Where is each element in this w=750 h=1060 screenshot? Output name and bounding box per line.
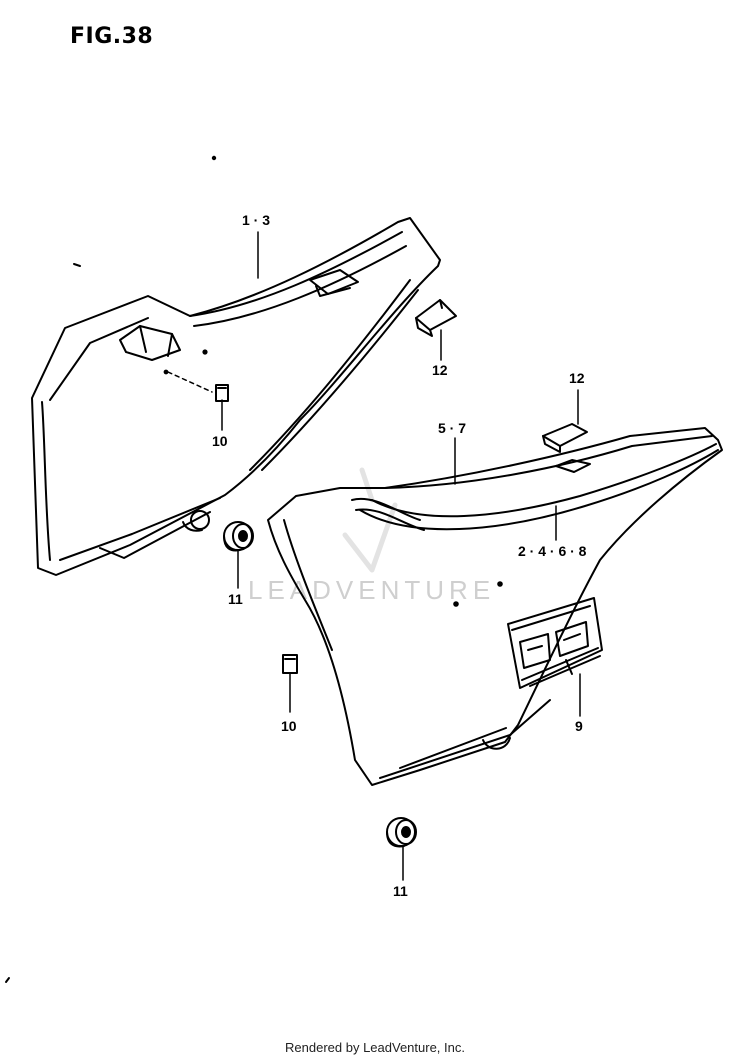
figure-title: FIG.38 bbox=[70, 24, 154, 49]
left-side-cover[interactable] bbox=[31, 217, 441, 576]
watermark-text: LEADVENTURE bbox=[248, 575, 496, 605]
part-10-clip-left[interactable] bbox=[167, 371, 229, 402]
part-10-clip-lower[interactable] bbox=[282, 654, 298, 674]
callout-5-7: 5 · 7 bbox=[438, 420, 467, 436]
callout-9: 9 bbox=[575, 718, 583, 734]
callout-10-left: 10 bbox=[212, 433, 228, 449]
stray-marks bbox=[5, 155, 217, 983]
right-side-cover[interactable] bbox=[267, 427, 723, 786]
callout-2-4-6-8: 2 · 4 · 6 · 8 bbox=[518, 543, 587, 559]
footer-credit: Rendered by LeadVenture, Inc. bbox=[285, 1040, 465, 1055]
callout-11-bottom: 11 bbox=[393, 883, 408, 899]
callout-12-upper: 12 bbox=[432, 362, 448, 378]
callout-1-3: 1 · 3 bbox=[242, 212, 271, 228]
part-11-grommet-left[interactable] bbox=[223, 521, 254, 552]
leader-lines bbox=[221, 231, 581, 881]
part-12-rubber-upper[interactable] bbox=[415, 299, 457, 337]
callout-11-left: 11 bbox=[228, 591, 243, 607]
watermark-logo bbox=[342, 467, 398, 573]
part-11-grommet-bottom[interactable] bbox=[386, 817, 417, 848]
callout-10-lower: 10 bbox=[281, 718, 297, 734]
part-12-rubber-lower[interactable] bbox=[542, 423, 588, 453]
callout-12-lower: 12 bbox=[569, 370, 585, 386]
part-9-emblem[interactable] bbox=[507, 597, 603, 689]
